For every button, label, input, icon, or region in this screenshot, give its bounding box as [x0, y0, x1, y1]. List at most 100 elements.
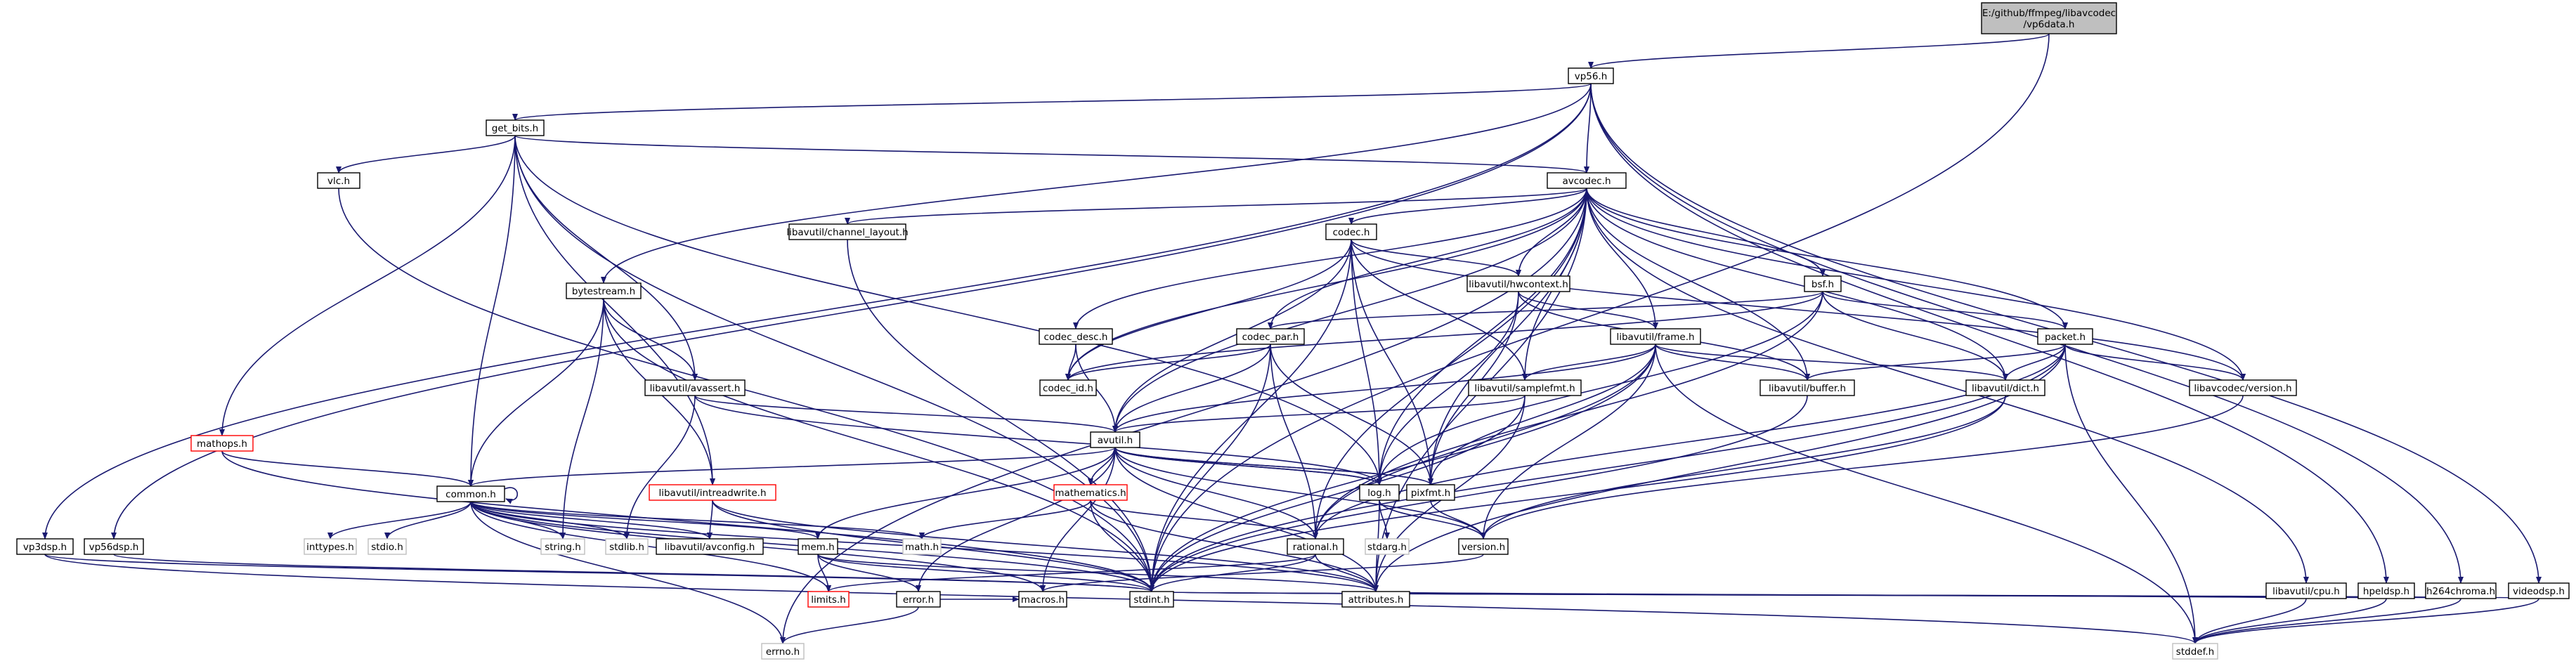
node-label: vp56dsp.h	[89, 542, 139, 553]
node-box	[1568, 67, 1614, 84]
node-samplefmt-h[interactable]: libavutil/samplefmt.h	[1468, 379, 1582, 396]
edge-channel_layout_h-to-stdint_h	[847, 239, 1154, 592]
node-avconfig-h[interactable]: libavutil/avconfig.h	[656, 538, 764, 555]
node-h264chroma-h[interactable]: h264chroma.h	[2425, 582, 2497, 599]
edge-vp56_h-to-bytestream_h	[601, 83, 1592, 284]
node-mem-h[interactable]: mem.h	[798, 538, 838, 555]
node-vp56-h[interactable]: vp56.h	[1568, 67, 1614, 84]
node-label: mathematics.h	[1055, 488, 1126, 499]
node-box	[896, 591, 941, 608]
node-label: common.h	[445, 489, 496, 500]
node-label: codec_id.h	[1043, 383, 1093, 394]
node-label: libavutil/cpu.h	[2272, 586, 2340, 597]
node-limits-h[interactable]: limits.h	[807, 591, 850, 608]
node-vp3dsp-h[interactable]: vp3dsp.h	[16, 538, 74, 555]
edge-mem_h-to-limits_h	[817, 554, 831, 592]
edge-bsf_h-to-packet_h	[1822, 291, 2068, 329]
node-codec-h[interactable]: codec.h	[1325, 223, 1377, 240]
node-channel-layout-h[interactable]: libavutil/channel_layout.h	[786, 223, 909, 240]
node-vlc-h[interactable]: vlc.h	[317, 172, 360, 189]
node-hwcontext-h[interactable]: libavutil/hwcontext.h	[1466, 275, 1570, 292]
node-rational-h[interactable]: rational.h	[1287, 538, 1344, 555]
node-box	[798, 538, 838, 555]
node-label: errno.h	[766, 646, 800, 658]
edge-hwcontext_h-to-log_h	[1377, 291, 1519, 485]
node-hpeldsp-h[interactable]: hpeldsp.h	[2357, 582, 2415, 599]
node-pixfmt-h[interactable]: pixfmt.h	[1406, 484, 1455, 501]
node-label: rational.h	[1293, 542, 1339, 553]
node-buffer-h[interactable]: libavutil/buffer.h	[1759, 379, 1855, 396]
node-log-h[interactable]: log.h	[1359, 484, 1400, 501]
edge-log_h-to-version_h	[1379, 500, 1486, 540]
edge-vp56_h-to-h264chroma_h	[1590, 83, 2464, 584]
node-box	[649, 484, 776, 501]
node-box	[1458, 538, 1509, 555]
edge-common_h-to-mem_h	[470, 501, 821, 540]
edge-dict_h-to-stdint_h	[1149, 395, 2006, 592]
edge-avcodec_h-to-log_h	[1377, 188, 1587, 485]
node-avutil-h[interactable]: avutil.h	[1090, 431, 1140, 448]
node-box	[1236, 328, 1305, 345]
node-codec-par-h[interactable]: codec_par.h	[1236, 328, 1305, 345]
node-common-h[interactable]: common.h	[436, 485, 505, 502]
node-error-h[interactable]: error.h	[896, 591, 941, 608]
node-box	[304, 538, 357, 555]
edge-avcodec_h-to-pixfmt_h	[1428, 188, 1587, 485]
node-stdint-h[interactable]: stdint.h	[1129, 591, 1174, 608]
node-vp56dsp-h[interactable]: vp56dsp.h	[84, 538, 144, 555]
node-box	[2425, 582, 2497, 599]
edge-codec_h-to-pixfmt_h	[1351, 239, 1433, 485]
node-box	[2037, 328, 2093, 345]
edge-frame_h-to-buffer_h	[1655, 344, 1810, 381]
node-box	[2265, 582, 2347, 599]
node-dict-h[interactable]: libavutil/dict.h	[1965, 379, 2045, 396]
node-label: h264chroma.h	[2426, 586, 2495, 597]
edge-version_h-to-macros_h	[1040, 554, 1484, 592]
node-mathematics-h[interactable]: mathematics.h	[1053, 484, 1128, 501]
node-label: stdarg.h	[1367, 542, 1407, 553]
node-attributes-h[interactable]: attributes.h	[1341, 591, 1410, 608]
node-avcodec-h[interactable]: avcodec.h	[1547, 172, 1627, 189]
node-intreadwrite-h[interactable]: libavutil/intreadwrite.h	[649, 484, 776, 501]
node-label: version.h	[1462, 542, 1505, 553]
node-box	[761, 643, 805, 660]
edge-vp56_h-to-vp56dsp_h	[111, 83, 1592, 540]
node-stdio-h: stdio.h	[367, 538, 407, 555]
node-box	[190, 435, 254, 452]
node-frame-h[interactable]: libavutil/frame.h	[1610, 328, 1701, 345]
edge-get_bits_h-to-common_h	[468, 135, 516, 487]
edge-mathematics_h-to-attributes_h	[1090, 500, 1379, 592]
edge-rational_h-to-limits_h	[826, 554, 1316, 592]
edge-samplefmt_h-to-stdint_h	[1149, 395, 1526, 592]
edge-hwcontext_h-to-frame_h	[1518, 291, 1658, 329]
edge-get_bits_h-to-avcodec_h	[514, 135, 1589, 174]
node-version-h[interactable]: version.h	[1458, 538, 1509, 555]
node-get-bits-h[interactable]: get_bits.h	[486, 119, 545, 136]
edge-pixfmt_h-to-avutil_h	[1112, 447, 1431, 485]
edge-mem_h-to-stdint_h	[817, 554, 1154, 592]
edge-codec_h-to-codec_id_h	[1065, 239, 1352, 381]
node-cpu-h[interactable]: libavutil/cpu.h	[2265, 582, 2347, 599]
edge-get_bits_h-to-log_h	[514, 135, 1382, 485]
node-bsf-h[interactable]: bsf.h	[1804, 275, 1842, 292]
node-mathops-h[interactable]: mathops.h	[190, 435, 254, 452]
node-codec-id-h[interactable]: codec_id.h	[1039, 379, 1097, 396]
node-avassert-h[interactable]: libavutil/avassert.h	[644, 379, 746, 396]
edge-avcodec_h-to-codec_desc_h	[1073, 188, 1587, 329]
node-box	[1129, 591, 1174, 608]
node-stdlib-h: stdlib.h	[605, 538, 649, 555]
edge-common_h-to-string_h	[470, 501, 566, 540]
node-box	[1804, 275, 1842, 292]
node-root[interactable]: E:/github/ffmpeg/libavcodec/vp6data.h	[1981, 2, 2117, 34]
node-lavc-version-h[interactable]: libavcodec/version.h	[2189, 379, 2297, 396]
node-macros-h[interactable]: macros.h	[1018, 591, 1067, 608]
node-label: vp3dsp.h	[23, 542, 67, 553]
node-bytestream-h[interactable]: bytestream.h	[566, 282, 642, 299]
edge-bytestream_h-to-string_h	[560, 298, 604, 540]
node-codec-desc-h[interactable]: codec_desc.h	[1039, 328, 1113, 345]
node-videodsp-h[interactable]: videodsp.h	[2508, 582, 2570, 599]
node-box	[367, 538, 407, 555]
node-packet-h[interactable]: packet.h	[2037, 328, 2093, 345]
node-box	[1039, 328, 1113, 345]
node-label: codec.h	[1333, 227, 1370, 238]
